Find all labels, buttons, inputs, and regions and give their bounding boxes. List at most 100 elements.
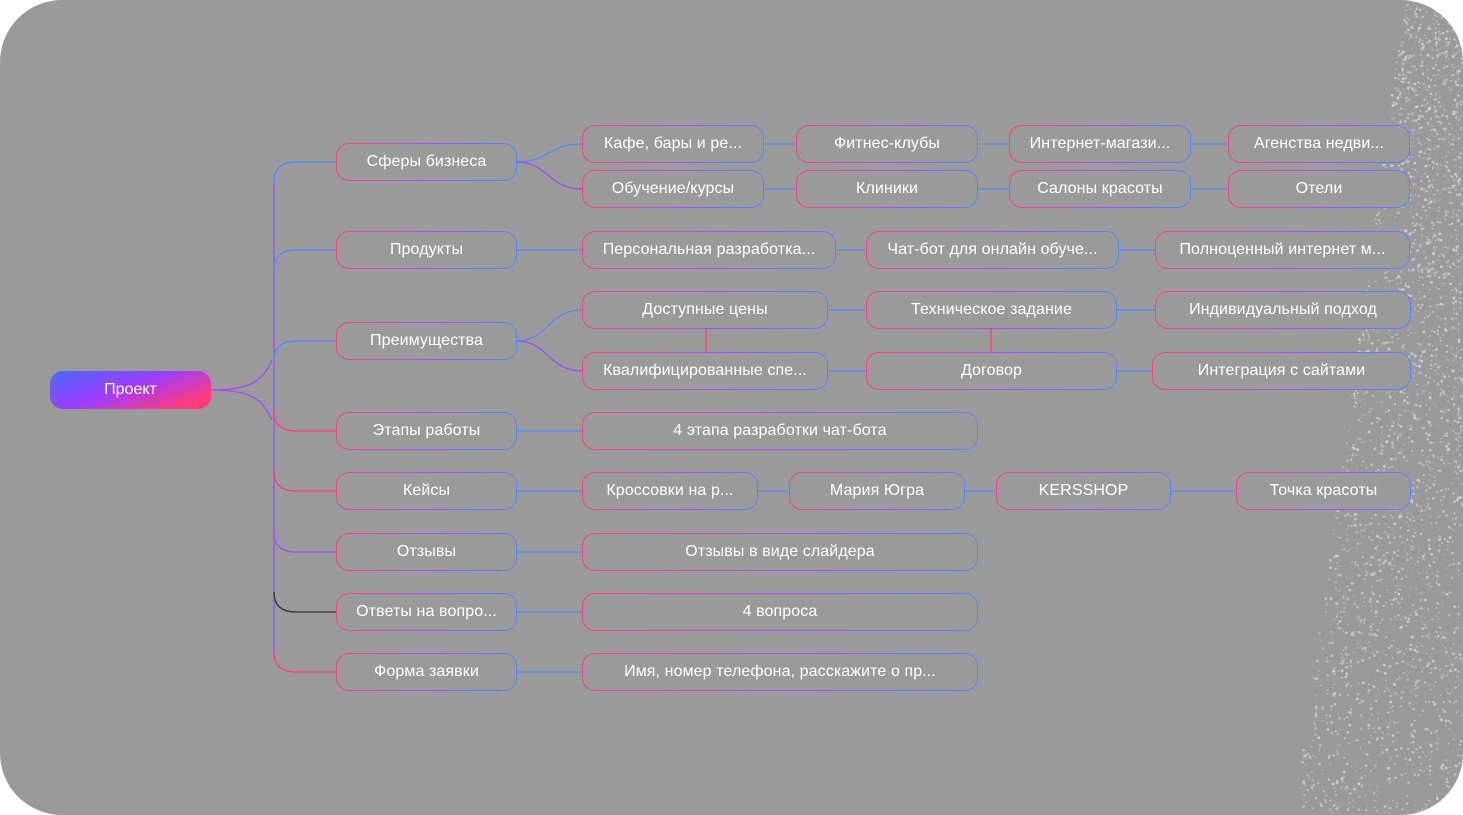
texture-dot <box>1341 601 1344 604</box>
texture-dot <box>1460 223 1463 226</box>
texture-dot <box>1445 759 1448 762</box>
texture-dot <box>1300 787 1302 789</box>
texture-dot <box>1451 216 1454 219</box>
texture-dot <box>1438 206 1441 209</box>
texture-dot <box>1422 157 1425 160</box>
texture-dot <box>1359 767 1361 770</box>
leaf-label: Полноценный интернет м... <box>1179 241 1386 258</box>
leaf-node[interactable]: Индивидуальный подход <box>1155 291 1411 329</box>
leaf-node[interactable]: Кроссовки на р... <box>582 472 758 510</box>
branch-advantages[interactable]: Преимущества <box>336 322 517 360</box>
texture-dot <box>1441 303 1444 306</box>
texture-dot <box>1454 686 1457 689</box>
leaf-node[interactable]: Мария Югра <box>789 472 965 510</box>
texture-dot <box>1455 312 1459 316</box>
texture-dot <box>1447 463 1450 465</box>
texture-dot <box>1331 782 1335 786</box>
connector-line <box>210 359 273 391</box>
texture-dot <box>1344 786 1348 790</box>
texture-dot <box>1390 514 1392 517</box>
texture-dot <box>1364 574 1367 577</box>
texture-dot <box>1433 147 1436 151</box>
leaf-node[interactable]: Чат-бот для онлайн обуче... <box>866 231 1119 269</box>
texture-dot <box>1389 694 1392 697</box>
leaf-node[interactable]: Салоны красоты <box>1009 170 1191 208</box>
connector-line <box>273 651 336 673</box>
branch-faq[interactable]: Ответы на вопро... <box>336 593 517 631</box>
texture-dot <box>1455 193 1459 197</box>
texture-dot <box>1312 790 1314 792</box>
texture-dot <box>1373 806 1375 808</box>
leaf-node[interactable]: Персональная разработка... <box>582 231 836 269</box>
texture-dot <box>1314 680 1317 683</box>
texture-dot <box>1401 346 1405 349</box>
texture-dot <box>1311 770 1313 773</box>
texture-dot <box>1405 98 1408 100</box>
texture-dot <box>1428 397 1431 400</box>
texture-dot <box>1386 270 1389 273</box>
texture-dot <box>1435 630 1438 633</box>
texture-dot <box>1413 416 1417 420</box>
leaf-node[interactable]: Квалифицированные спе... <box>582 352 828 390</box>
texture-dot <box>1449 564 1451 566</box>
branch-cases[interactable]: Кейсы <box>336 472 517 510</box>
texture-dot <box>1437 52 1441 56</box>
leaf-node[interactable]: KERSSHOP <box>996 472 1171 510</box>
texture-dot <box>1434 97 1438 101</box>
leaf-node[interactable]: 4 вопроса <box>582 593 978 631</box>
texture-dot <box>1441 776 1443 778</box>
texture-dot <box>1329 764 1332 766</box>
leaf-node[interactable]: Агенства недви... <box>1228 125 1410 163</box>
texture-dot <box>1414 119 1418 122</box>
texture-dot <box>1329 799 1332 802</box>
texture-dot <box>1418 154 1421 158</box>
texture-dot <box>1440 440 1443 443</box>
texture-dot <box>1445 155 1447 158</box>
texture-dot <box>1422 463 1425 467</box>
texture-dot <box>1452 691 1455 694</box>
leaf-node[interactable]: 4 этапа разработки чат-бота <box>582 412 978 450</box>
leaf-node[interactable]: Доступные цены <box>582 291 828 329</box>
texture-dot <box>1419 462 1422 465</box>
texture-dot <box>1399 425 1403 428</box>
texture-dot <box>1384 271 1387 275</box>
texture-dot <box>1369 410 1371 413</box>
leaf-node[interactable]: Фитнес-клубы <box>796 125 978 163</box>
branch-work-stages[interactable]: Этапы работы <box>336 412 517 450</box>
leaf-node[interactable]: Клиники <box>796 170 978 208</box>
texture-dot <box>1387 688 1390 691</box>
texture-dot <box>1407 18 1410 21</box>
leaf-node[interactable]: Отели <box>1228 170 1410 208</box>
leaf-node[interactable]: Интернет-магази... <box>1009 125 1191 163</box>
texture-dot <box>1341 549 1343 552</box>
texture-dot <box>1407 98 1411 102</box>
texture-dot <box>1454 465 1457 468</box>
texture-dot <box>1457 65 1460 68</box>
texture-dot <box>1385 410 1388 414</box>
root-node[interactable]: Проект <box>50 371 211 409</box>
texture-dot <box>1396 651 1400 654</box>
leaf-node[interactable]: Полноценный интернет м... <box>1155 231 1410 269</box>
texture-dot <box>1378 418 1381 421</box>
branch-business-spheres[interactable]: Сферы бизнеса <box>336 143 517 181</box>
texture-dot <box>1395 755 1397 757</box>
texture-dot <box>1446 400 1450 403</box>
leaf-node[interactable]: Техническое задание <box>866 291 1117 329</box>
branch-reviews[interactable]: Отзывы <box>336 533 517 571</box>
texture-dot <box>1348 808 1351 811</box>
branch-products[interactable]: Продукты <box>336 231 517 269</box>
texture-dot <box>1406 4 1408 7</box>
texture-dot <box>1437 101 1440 104</box>
leaf-node[interactable]: Имя, номер телефона, расскажите о пр... <box>582 653 978 691</box>
texture-dot <box>1392 683 1396 687</box>
leaf-node[interactable]: Кафе, бары и ре... <box>582 125 764 163</box>
texture-dot <box>1454 627 1457 630</box>
leaf-node[interactable]: Обучение/курсы <box>582 170 764 208</box>
texture-dot <box>1439 339 1442 342</box>
leaf-node[interactable]: Точка красоты <box>1236 472 1411 510</box>
leaf-node[interactable]: Договор <box>866 352 1117 390</box>
texture-dot <box>1387 733 1390 735</box>
leaf-node[interactable]: Отзывы в виде слайдера <box>582 533 978 571</box>
leaf-node[interactable]: Интеграция с сайтами <box>1152 352 1411 390</box>
branch-request-form[interactable]: Форма заявки <box>336 653 517 691</box>
